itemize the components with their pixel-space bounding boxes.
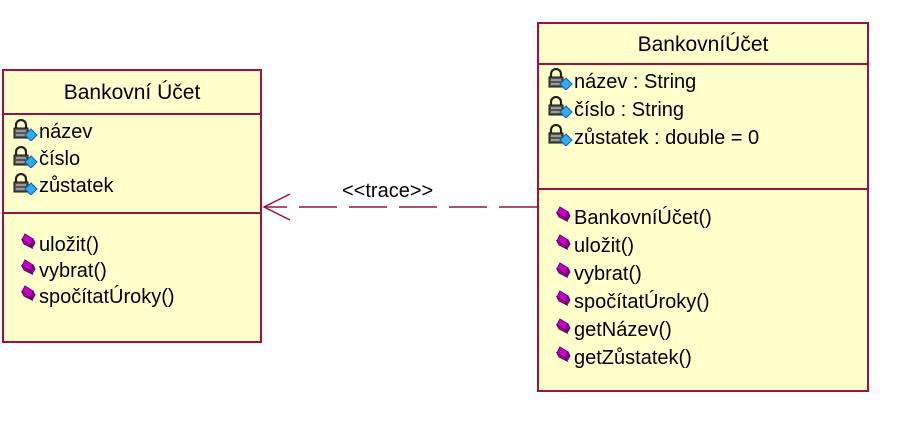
operation-row[interactable]: spočítatÚroky() bbox=[553, 288, 867, 316]
private-attribute-lock-icon bbox=[12, 118, 38, 147]
public-operation-diamond-icon bbox=[18, 258, 38, 284]
public-operation-diamond-icon bbox=[553, 261, 573, 287]
private-attribute-lock-icon bbox=[547, 95, 573, 124]
public-operation-diamond-icon bbox=[18, 232, 38, 258]
private-attribute-lock-icon bbox=[547, 123, 573, 152]
operation-row[interactable]: getNázev() bbox=[553, 316, 867, 344]
attribute-text: číslo bbox=[39, 148, 81, 170]
operation-text: spočítatÚroky() bbox=[39, 285, 175, 308]
operation-row[interactable]: vybrat() bbox=[553, 260, 867, 288]
operation-row[interactable]: spočítatÚroky() bbox=[18, 284, 260, 310]
operation-row[interactable]: BankovníÚčet() bbox=[553, 204, 867, 232]
private-attribute-lock-icon bbox=[547, 67, 573, 96]
attribute-text: název bbox=[39, 121, 93, 143]
operation-text: BankovníÚčet() bbox=[574, 206, 712, 229]
public-operation-diamond-icon bbox=[553, 345, 573, 371]
trace-stereotype-label: <<trace>> bbox=[342, 180, 434, 202]
private-attribute-lock-icon bbox=[12, 172, 38, 201]
dependency-arrowhead bbox=[262, 193, 291, 221]
public-operation-diamond-icon bbox=[553, 233, 573, 259]
class-name: BankovníÚčet bbox=[539, 24, 867, 65]
attribute-text: název : String bbox=[574, 70, 697, 93]
public-operation-diamond-icon bbox=[553, 289, 573, 315]
private-attribute-lock-icon bbox=[12, 145, 38, 174]
operation-text: spočítatÚroky() bbox=[574, 290, 710, 313]
operation-row[interactable]: getZůstatek() bbox=[553, 344, 867, 372]
class-bankovniucet-design[interactable]: BankovníÚčet název : String číslo : Stri… bbox=[537, 22, 869, 392]
public-operation-diamond-icon bbox=[553, 317, 573, 343]
attribute-row[interactable]: zůstatek bbox=[12, 172, 260, 201]
attribute-text: číslo : String bbox=[574, 98, 685, 121]
operation-compartment: BankovníÚčet() uložit() vybrat() spočíta… bbox=[539, 190, 867, 372]
operation-text: uložit() bbox=[574, 234, 635, 257]
attribute-row[interactable]: číslo bbox=[12, 145, 260, 174]
public-operation-diamond-icon bbox=[18, 284, 38, 310]
attribute-row[interactable]: číslo : String bbox=[547, 95, 867, 124]
attribute-text: zůstatek : double = 0 bbox=[574, 126, 760, 149]
operation-row[interactable]: uložit() bbox=[553, 232, 867, 260]
attribute-row[interactable]: název bbox=[12, 118, 260, 147]
class-bankovni-ucet-analysis[interactable]: Bankovní Účet název číslo zůstatek uloži… bbox=[2, 69, 262, 343]
attribute-text: zůstatek bbox=[39, 175, 114, 197]
class-name: Bankovní Účet bbox=[4, 71, 260, 115]
operation-text: vybrat() bbox=[39, 259, 107, 282]
operation-compartment: uložit() vybrat() spočítatÚroky() bbox=[4, 214, 260, 310]
operation-text: getNázev() bbox=[574, 318, 672, 341]
public-operation-diamond-icon bbox=[553, 205, 573, 231]
operation-text: getZůstatek() bbox=[574, 346, 692, 369]
operation-row[interactable]: uložit() bbox=[18, 232, 260, 258]
operation-text: uložit() bbox=[39, 233, 100, 256]
operation-row[interactable]: vybrat() bbox=[18, 258, 260, 284]
attribute-row[interactable]: název : String bbox=[547, 67, 867, 96]
attribute-row[interactable]: zůstatek : double = 0 bbox=[547, 123, 867, 152]
attribute-compartment: název číslo zůstatek bbox=[4, 115, 260, 214]
operation-text: vybrat() bbox=[574, 262, 642, 285]
attribute-compartment: název : String číslo : String zůstatek :… bbox=[539, 65, 867, 190]
